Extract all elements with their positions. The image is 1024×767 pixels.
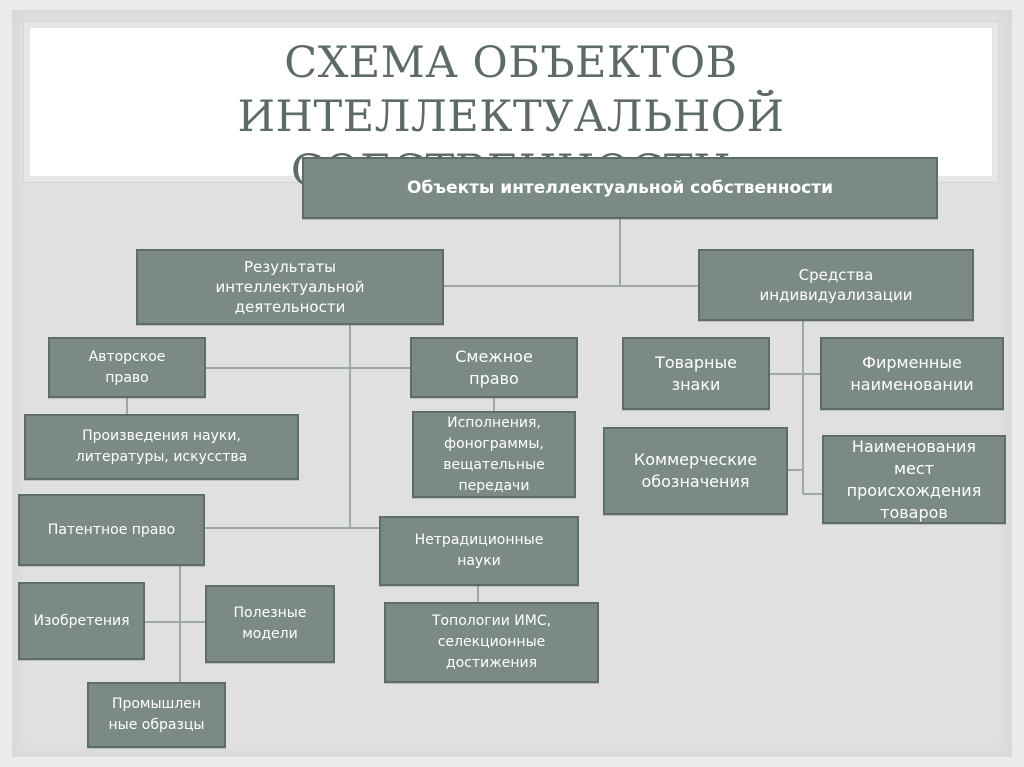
node-trademarks: Товарные знаки: [622, 337, 770, 410]
node-root-label: Объекты интеллектуальной собственности: [406, 177, 834, 198]
node-nontraditional: Нетрадиционные науки: [379, 516, 579, 586]
node-trade-names-label: Фирменные наименовании: [850, 352, 974, 394]
node-related: Смежное право: [410, 337, 578, 398]
node-commercial-designations: Коммерческие обозначения: [603, 427, 788, 515]
node-trade-names: Фирменные наименовании: [820, 337, 1004, 410]
node-means-label: Средства индивидуализации: [759, 266, 913, 304]
title-box: [30, 28, 992, 176]
node-industrial-designs-label: Промышлен ные образцы: [108, 696, 205, 733]
node-appellations-label: Наименования мест происхождения товаров: [846, 436, 982, 522]
node-industrial-designs: Промышлен ные образцы: [87, 682, 226, 748]
node-topologies: Топологии ИМС, селекционные достижения: [384, 602, 599, 683]
node-means: Средства индивидуализации: [698, 249, 974, 321]
node-commercial-designations-label: Коммерческие обозначения: [633, 450, 758, 491]
node-works: Произведения науки, литературы, искусств…: [24, 414, 299, 480]
node-results-label: Результаты интеллектуальной деятельности: [215, 258, 365, 316]
node-copyright: Авторское право: [48, 337, 206, 398]
node-related-label: Смежное право: [455, 346, 533, 388]
node-performances: Исполнения, фонограммы, вещательные пере…: [412, 411, 576, 498]
node-copyright-label: Авторское право: [88, 348, 166, 386]
node-inventions: Изобретения: [18, 582, 145, 660]
node-root: Объекты интеллектуальной собственности: [302, 157, 938, 219]
node-topologies-label: Топологии ИМС, селекционные достижения: [431, 613, 552, 671]
node-appellations: Наименования мест происхождения товаров: [822, 435, 1006, 524]
node-works-label: Произведения науки, литературы, искусств…: [75, 428, 248, 465]
node-nontraditional-label: Нетрадиционные науки: [414, 532, 544, 569]
node-patent: Патентное право: [18, 494, 205, 566]
node-patent-label: Патентное право: [47, 521, 176, 538]
node-results: Результаты интеллектуальной деятельности: [136, 249, 444, 325]
node-trademarks-label: Товарные знаки: [655, 352, 737, 394]
node-performances-label: Исполнения, фонограммы, вещательные пере…: [443, 414, 545, 494]
title-line-1: СХЕМА ОБЪЕКТОВ ИНТЕЛЛЕКТУАЛЬНОЙ: [237, 38, 785, 142]
node-inventions-label: Изобретения: [33, 612, 130, 629]
node-utility-models: Полезные модели: [205, 585, 335, 663]
node-utility-models-label: Полезные модели: [233, 605, 307, 642]
